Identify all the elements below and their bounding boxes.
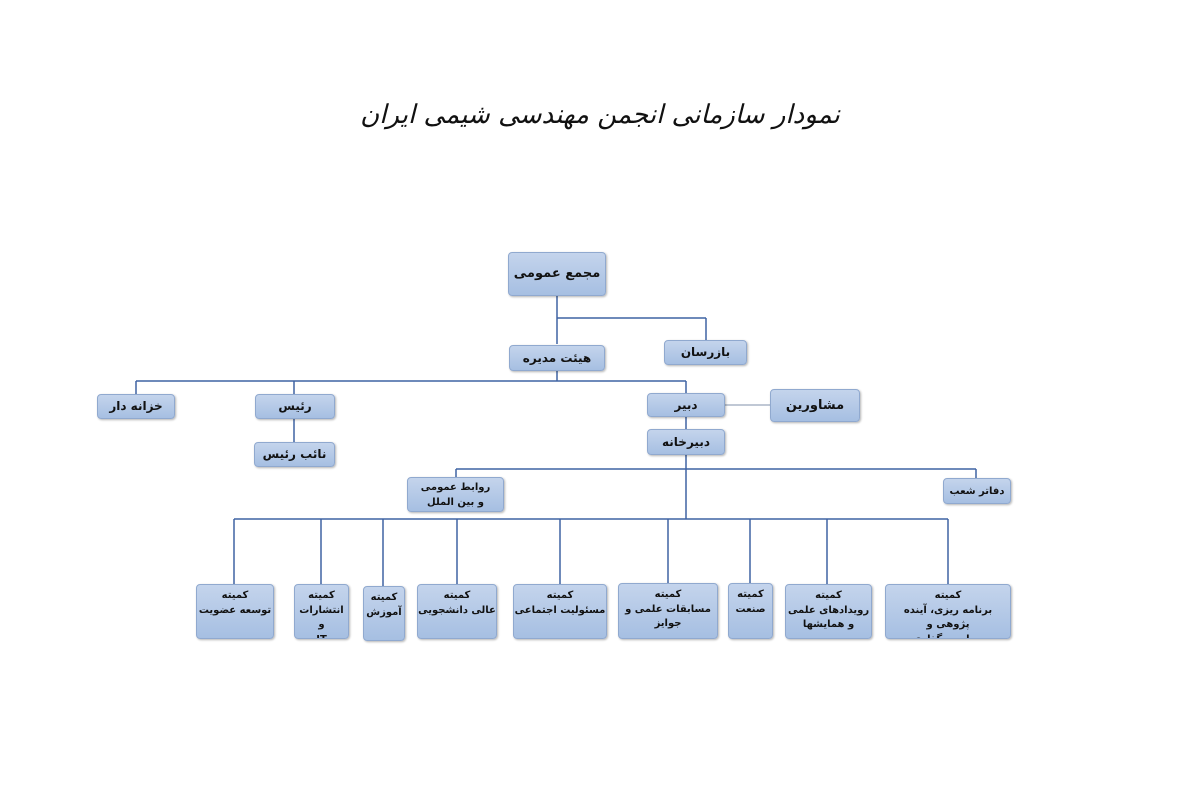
advisors-label: مشاورین xyxy=(785,397,845,413)
public-relations-box: روابط عمومی و بین الملل xyxy=(407,477,504,512)
chart-title: نمودار سازمانی انجمن مهندسی شیمی ایران xyxy=(360,100,840,130)
committee-social-responsibility: کمیته مسئولیت اجتماعی xyxy=(513,584,607,639)
committee-label: مسئولیت اجتماعی xyxy=(514,604,606,616)
committee-heading: کمیته xyxy=(308,590,335,601)
committee-heading: کمیته xyxy=(546,590,574,601)
committee-heading: کمیته xyxy=(370,592,398,603)
committee-heading: کمیته xyxy=(221,590,249,601)
public-relations-label: روابط عمومی و بین الملل xyxy=(420,481,491,508)
branch-offices-box: دفاتر شعب xyxy=(943,478,1011,504)
committee-label: توسعه عضویت xyxy=(198,604,272,616)
committee-events-conferences: کمیته رویدادهای علمی و همایشها xyxy=(785,584,872,639)
committee-publications-it: کمیته انتشارات و IT xyxy=(294,584,349,639)
committee-student-affairs: کمیته عالی دانشجویی xyxy=(417,584,497,639)
general-assembly-box: مجمع عمومی xyxy=(508,252,606,296)
committee-heading: کمیته xyxy=(443,590,471,601)
committee-heading: کمیته xyxy=(654,589,682,600)
committee-label: انتشارات و IT xyxy=(299,604,344,639)
treasurer-box: خزانه دار xyxy=(97,394,175,419)
secretariat-label: دبیرخانه xyxy=(662,434,710,449)
advisors-box: مشاورین xyxy=(770,389,860,422)
secretary-label: دبیر xyxy=(674,397,698,412)
secretariat-box: دبیرخانه xyxy=(647,429,725,455)
treasurer-label: خزانه دار xyxy=(109,399,163,414)
committee-industry: کمیته صنعت xyxy=(728,583,773,639)
committee-label: مسابقات علمی و جوایز xyxy=(625,603,711,630)
committee-competitions-awards: کمیته مسابقات علمی و جوایز xyxy=(618,583,718,639)
committee-membership-development: کمیته توسعه عضویت xyxy=(196,584,274,639)
committee-planning-policy: کمیته برنامه ریزی، آینده پژوهی و سیاست گ… xyxy=(885,584,1011,639)
president-box: رئیس xyxy=(255,394,335,419)
committee-heading: کمیته xyxy=(815,590,842,601)
committee-label: رویدادهای علمی و همایشها xyxy=(787,604,870,631)
inspectors-box: بازرسان xyxy=(664,340,747,365)
vice-president-box: نائب رئیس xyxy=(254,442,335,467)
board-of-directors-label: هیئت مدیره xyxy=(522,350,592,365)
committee-heading: کمیته xyxy=(737,589,764,600)
general-assembly-label: مجمع عمومی xyxy=(513,266,601,282)
committee-label: برنامه ریزی، آینده پژوهی و سیاست گذاری xyxy=(903,604,993,639)
committee-education: کمیته آموزش xyxy=(363,586,405,641)
vice-president-label: نائب رئیس xyxy=(262,447,327,462)
secretary-box: دبیر xyxy=(647,393,725,417)
committee-label: صنعت xyxy=(735,603,766,615)
branch-offices-label: دفاتر شعب xyxy=(949,485,1005,497)
inspectors-label: بازرسان xyxy=(680,345,731,360)
board-of-directors-box: هیئت مدیره xyxy=(509,345,605,371)
committee-label: آموزش xyxy=(366,606,402,618)
president-label: رئیس xyxy=(278,399,312,414)
committee-label: عالی دانشجویی xyxy=(418,604,496,616)
committee-heading: کمیته xyxy=(934,590,962,601)
